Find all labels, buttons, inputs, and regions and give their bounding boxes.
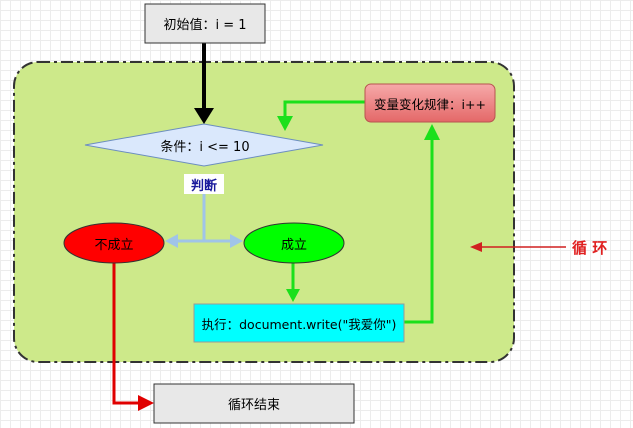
- execute-to-update-arrowhead: [424, 124, 440, 140]
- condition-diamond[interactable]: [84, 123, 324, 167]
- loop-label-arrowhead: [470, 242, 482, 252]
- not-true-to-end-arrow: [112, 263, 142, 405]
- update-box[interactable]: [364, 83, 496, 123]
- not-true-to-end-arrowhead: [138, 395, 154, 411]
- condition-label: 条件：i <= 10: [160, 139, 250, 155]
- to-not-true-arrowhead: [165, 234, 178, 248]
- update-label: 变量变化规律：i++: [374, 96, 486, 112]
- true-label: 成立: [280, 237, 307, 253]
- execute-label: 执行：document.write("我爱你"): [201, 316, 397, 332]
- update-to-condition-arrowhead: [277, 116, 293, 131]
- end-box[interactable]: [153, 383, 355, 424]
- not-true-label: 不成立: [94, 237, 134, 253]
- true-ellipse[interactable]: [243, 222, 345, 264]
- judge-label: 判断: [190, 178, 217, 194]
- update-to-condition-arrow: [283, 100, 365, 122]
- init-label: 初始值：i = 1: [163, 18, 247, 33]
- not-true-ellipse[interactable]: [63, 222, 165, 264]
- execute-to-update-arrow: [404, 135, 434, 324]
- init-box[interactable]: [144, 3, 266, 44]
- end-label: 循环结束: [227, 398, 280, 413]
- execute-box[interactable]: [193, 303, 405, 343]
- init-to-condition-arrowhead: [194, 108, 214, 124]
- to-true-arrowhead: [230, 234, 243, 248]
- judge-label-bg: [184, 174, 224, 194]
- true-to-execute-arrowhead: [286, 289, 300, 302]
- loop-label: 循 环: [572, 238, 608, 257]
